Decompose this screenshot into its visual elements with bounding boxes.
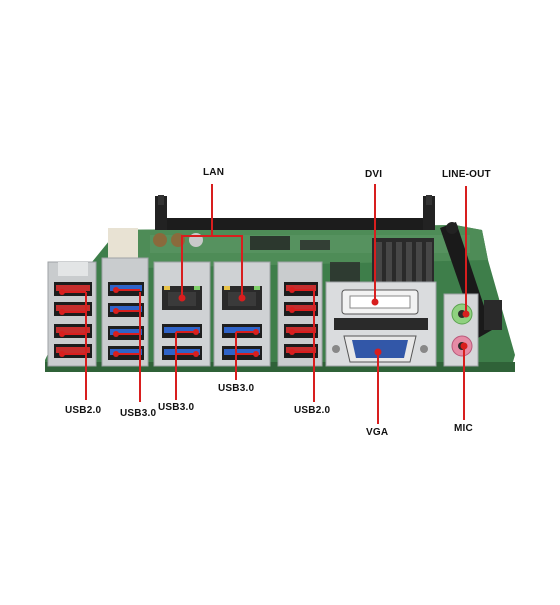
- label-usb30-mid-right: USB3.0: [218, 383, 255, 394]
- label-mic: MIC: [454, 423, 473, 434]
- audio-jack-stack: [443, 293, 479, 367]
- label-usb20-left: USB2.0: [65, 405, 102, 416]
- header-connector: [484, 300, 502, 330]
- heatsink: [372, 238, 434, 286]
- label-dvi: DVI: [365, 169, 383, 180]
- label-usb20-right: USB2.0: [294, 405, 331, 416]
- label-vga: VGA: [366, 427, 389, 438]
- callout-dots: [59, 287, 470, 357]
- callouts: [62, 184, 467, 424]
- board-components: [108, 228, 360, 282]
- label-usb30-left: USB3.0: [120, 408, 157, 419]
- callout-lan-2: [212, 235, 243, 298]
- label-usb30-mid-left: USB3.0: [158, 402, 195, 413]
- label-lan: LAN: [203, 167, 225, 178]
- usb20-right-stack: [277, 261, 323, 367]
- label-line-out: LINE-OUT: [442, 169, 491, 180]
- usb20-left-stack: [47, 261, 97, 367]
- dimm-slot: [155, 195, 435, 230]
- callout-lan-1: [181, 184, 213, 298]
